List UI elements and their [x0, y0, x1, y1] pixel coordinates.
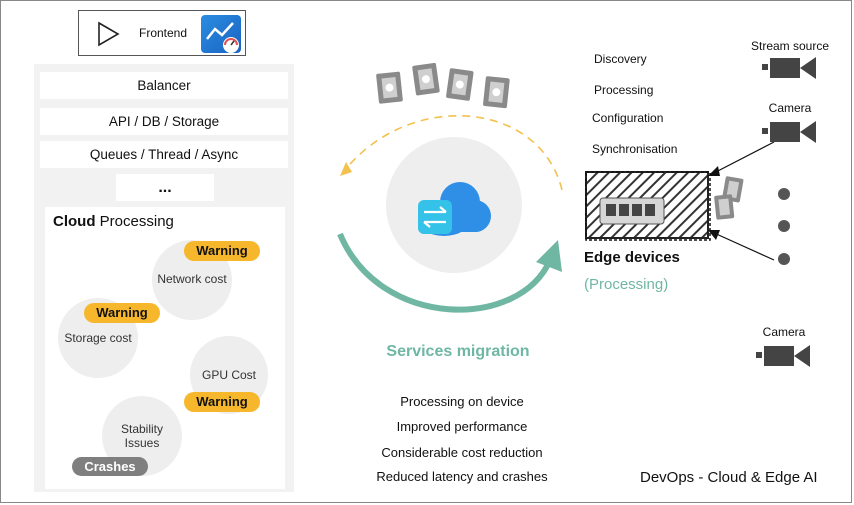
device-dot-1: [778, 188, 790, 200]
crashes-badge: Crashes: [72, 457, 148, 476]
cloud-title-rest: Processing: [99, 213, 174, 230]
stability-label: Stability Issues: [100, 422, 184, 450]
task-configuration: Configuration: [592, 111, 664, 125]
services-migration-title: Services migration: [386, 343, 530, 360]
network-warning-badge: Warning: [184, 241, 260, 261]
layer-queues: Queues / Thread / Async: [40, 141, 288, 168]
cloud-sync-icon: [418, 182, 491, 236]
layer-balancer: Balancer: [40, 72, 288, 99]
frontend-label: Frontend: [139, 26, 188, 40]
video-camera-icon: [762, 57, 816, 79]
camera-2-label: Camera: [762, 325, 806, 339]
network-ports-icon: [599, 197, 665, 225]
edge-device-graphic: [585, 171, 744, 241]
edge-film-frames-icon: [714, 176, 744, 220]
edge-devices-title: Edge devices: [584, 249, 680, 266]
task-synchronisation: Synchronisation: [592, 142, 678, 156]
edge-devices-subtitle: (Processing): [584, 276, 669, 293]
benefit-1: Processing on device: [400, 394, 524, 409]
camera-icon: [762, 121, 816, 143]
monitoring-gauge-icon: [201, 15, 241, 53]
device-dot-2: [778, 220, 790, 232]
stream-source-label: Stream source: [750, 39, 830, 53]
migration-arrow: [337, 232, 553, 313]
camera-icon: [756, 345, 810, 367]
storage-warning-badge: Warning: [84, 303, 160, 323]
device-dot-3: [778, 253, 790, 265]
device-connectors: [708, 141, 790, 265]
frontend-box: Frontend: [78, 10, 246, 56]
play-icon: [98, 21, 120, 47]
cloud-processing-title: Cloud Processing: [53, 213, 174, 230]
layer-ellipsis: ...: [116, 174, 214, 201]
task-processing: Processing: [594, 83, 654, 97]
migration-graphic: [337, 62, 563, 313]
task-discovery: Discovery: [594, 52, 647, 66]
stability-line1: Stability: [120, 422, 164, 436]
migration-arrow-head: [536, 240, 562, 272]
storage-cost-label: Storage cost: [64, 331, 132, 345]
footer-caption: DevOps - Cloud & Edge AI: [640, 469, 818, 486]
benefit-4: Reduced latency and crashes: [376, 469, 548, 484]
gpu-cost-label: GPU Cost: [201, 368, 256, 382]
benefit-2: Improved performance: [396, 419, 528, 434]
dashed-arrow-arc: [344, 115, 563, 191]
stability-line2: Issues: [124, 436, 160, 450]
camera-1-label: Camera: [768, 101, 812, 115]
benefit-3: Considerable cost reduction: [381, 445, 543, 460]
network-cost-label: Network cost: [157, 272, 227, 286]
film-frames-icon: [376, 62, 510, 109]
layer-api-db-storage: API / DB / Storage: [40, 108, 288, 135]
cloud-title-bold: Cloud: [53, 213, 96, 230]
gpu-warning-badge: Warning: [184, 392, 260, 412]
dashed-arrow-head: [340, 162, 352, 176]
